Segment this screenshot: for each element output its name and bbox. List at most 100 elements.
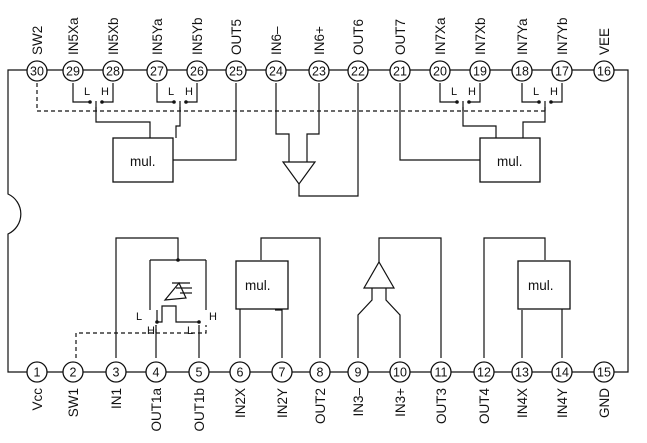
pin-circle bbox=[62, 60, 84, 82]
pin-number: 8 bbox=[317, 366, 324, 380]
multiplier-block-5 bbox=[112, 137, 174, 183]
pin-circle bbox=[429, 60, 451, 82]
pin-label: OUT1a bbox=[149, 388, 164, 432]
pin-number: 7 bbox=[279, 366, 286, 380]
pin-number: 23 bbox=[312, 65, 326, 79]
pin-number: 18 bbox=[515, 65, 529, 79]
pin-number: 12 bbox=[477, 366, 491, 380]
pin-number: 26 bbox=[190, 65, 204, 79]
pin-label: OUT6 bbox=[351, 19, 366, 55]
pin-circle bbox=[551, 60, 573, 82]
pin-label: IN6– bbox=[269, 26, 284, 55]
pin-circle bbox=[309, 361, 331, 383]
pin-label: IN7Xb bbox=[473, 17, 488, 55]
pin-number: 15 bbox=[597, 366, 611, 380]
pin-number: 19 bbox=[473, 65, 487, 79]
pin-label: IN3+ bbox=[393, 388, 408, 417]
pin-circle bbox=[469, 60, 491, 82]
pin-circle bbox=[271, 361, 293, 383]
out7-wire bbox=[399, 83, 480, 161]
multiplier-block-2 bbox=[235, 260, 289, 310]
pin-circle bbox=[551, 361, 573, 383]
pin-label: Vcc bbox=[30, 388, 45, 411]
amplifier-3 bbox=[357, 237, 442, 358]
pin-label: IN3– bbox=[351, 388, 366, 417]
top-pin-row: 30SW229IN5Xa28IN5Xb27IN5Ya26IN5Yb25OUT52… bbox=[26, 17, 615, 82]
pin-label: SW2 bbox=[30, 26, 45, 55]
pin-label: OUT1b bbox=[192, 388, 207, 432]
pin-label: IN7Xa bbox=[433, 17, 448, 55]
switch-label-h: H bbox=[185, 86, 193, 98]
pin-label: IN4X bbox=[515, 388, 530, 418]
pin-number: 14 bbox=[555, 366, 569, 380]
switch-label-h: H bbox=[550, 86, 558, 98]
pin-label: IN5Yb bbox=[190, 17, 205, 55]
pin-number: 9 bbox=[355, 366, 362, 380]
switch-label-l: L bbox=[168, 86, 174, 98]
switch-label-l: L bbox=[84, 86, 90, 98]
multiplier-label: mul. bbox=[245, 278, 271, 293]
pin-label: IN6+ bbox=[312, 26, 327, 55]
pin-number: 30 bbox=[30, 65, 44, 79]
pin-number: 27 bbox=[150, 65, 164, 79]
pin-circle bbox=[308, 60, 330, 82]
multiplier-block-4 bbox=[517, 260, 571, 310]
pin-circle bbox=[347, 361, 369, 383]
pin-number: 2 bbox=[70, 366, 77, 380]
multiplier-label: mul. bbox=[497, 154, 523, 169]
switch-in7x: L H bbox=[439, 83, 497, 138]
pin-label: SW1 bbox=[66, 388, 81, 417]
switch-label-h: H bbox=[468, 86, 476, 98]
switch-label-h: H bbox=[101, 86, 109, 98]
out4-wire bbox=[483, 237, 546, 358]
pin-number: 24 bbox=[269, 65, 283, 79]
pin-circle bbox=[593, 60, 615, 82]
pin-circle bbox=[225, 60, 247, 82]
pin-circle bbox=[430, 361, 452, 383]
pin-circle bbox=[105, 361, 127, 383]
pin-label: IN2Y bbox=[275, 388, 290, 418]
pin-circle bbox=[146, 60, 168, 82]
pin-circle bbox=[389, 361, 411, 383]
switch-label-l: L bbox=[136, 311, 142, 323]
ic-package-outline bbox=[7, 69, 629, 373]
pin-label: OUT5 bbox=[229, 19, 244, 55]
pin-circle bbox=[511, 361, 533, 383]
pin-label: IN5Xa bbox=[66, 17, 81, 55]
out5-wire bbox=[173, 83, 237, 161]
pin-label: IN5Xb bbox=[106, 17, 121, 55]
pin-label: IN1 bbox=[109, 388, 124, 409]
switch-label-l: L bbox=[451, 86, 457, 98]
pin-circle bbox=[26, 60, 48, 82]
multiplier-label: mul. bbox=[528, 278, 554, 293]
pin-label: OUT3 bbox=[434, 388, 449, 424]
pin-circle bbox=[389, 60, 411, 82]
pin-circle bbox=[186, 60, 208, 82]
multiplier-label: mul. bbox=[130, 154, 156, 169]
pin-number: 5 bbox=[196, 366, 203, 380]
pin-label: VEE bbox=[597, 28, 612, 55]
pin-circle bbox=[102, 60, 124, 82]
pin-label: IN4Y bbox=[555, 388, 570, 418]
pin-circle bbox=[473, 361, 495, 383]
pin-circle bbox=[145, 361, 167, 383]
switch-in7y: L H bbox=[521, 83, 563, 138]
pin-circle bbox=[511, 60, 533, 82]
multiplier-block-7 bbox=[479, 137, 541, 183]
pin-circle bbox=[229, 361, 251, 383]
pin-label: OUT2 bbox=[313, 388, 328, 424]
pin-label: IN2X bbox=[233, 388, 248, 418]
pin-number: 10 bbox=[393, 366, 407, 380]
pin-label: GND bbox=[597, 388, 612, 418]
pin-number: 20 bbox=[433, 65, 447, 79]
amplifier-1-switch: L H L H bbox=[115, 237, 217, 358]
pin-number: 3 bbox=[113, 366, 120, 380]
pin-label: IN5Ya bbox=[150, 18, 165, 55]
pin-circle bbox=[26, 361, 48, 383]
pin-number: 16 bbox=[597, 65, 611, 79]
pin-number: 25 bbox=[229, 65, 243, 79]
pin-circle bbox=[188, 361, 210, 383]
switch-label-l: L bbox=[533, 86, 539, 98]
pin-label: OUT7 bbox=[393, 19, 408, 55]
